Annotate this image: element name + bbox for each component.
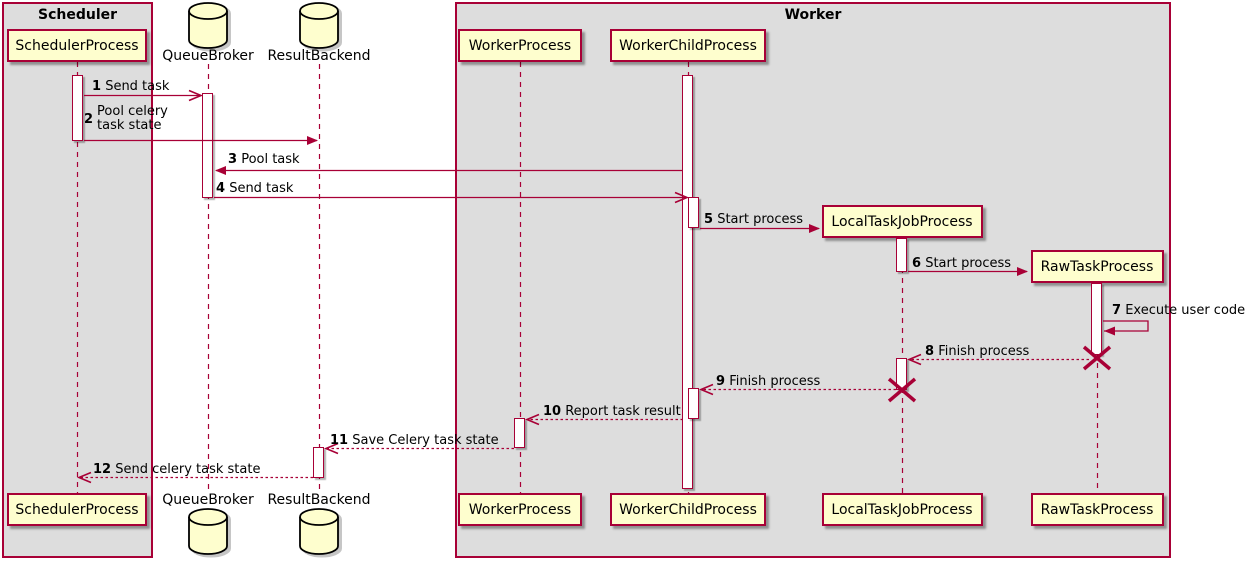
participant-label-queuebroker-bottom: QueueBroker [162,492,254,508]
message-text: Start process [925,256,1012,271]
message-number: 12 [93,462,112,477]
activation-bar-workerchildprocess [682,75,693,489]
message-number: 11 [330,433,349,448]
message-text: Pool task [241,152,300,167]
message-number: 10 [543,404,562,419]
frame-title-scheduler: Scheduler [37,7,118,23]
message-label-6: 6 Start process [912,256,1011,271]
participant-rawtaskprocess-top: RawTaskProcess [1030,250,1164,283]
arrowhead-2 [307,136,318,145]
message-label-12: 12 Send celery task state [93,462,260,477]
message-number: 4 [216,181,226,196]
message-label-8: 8 Finish process [925,344,1029,359]
message-label-4: 4 Send task [216,181,293,196]
message-text: Pool celery task state [97,104,168,133]
participant-schedulerprocess-bottom: SchedulerProcess [7,493,147,526]
activation-bar-rawtaskprocess [1091,283,1102,355]
activation-bar-resultbackend [313,447,324,478]
message-number: 9 [716,374,726,389]
database-icon-resultbackend-bottom [299,508,342,558]
activation-bar-workerchildprocess-nested-1 [688,197,699,228]
message-label-9: 9 Finish process [716,374,820,389]
participant-workerprocess-bottom: WorkerProcess [458,493,582,526]
message-label-3: 3 Pool task [228,152,300,167]
message-text: Finish process [729,374,821,389]
message-number: 6 [912,256,922,271]
message-text: Finish process [938,344,1030,359]
message-number: 7 [1112,303,1122,318]
participant-workerchildprocess-top: WorkerChildProcess [610,29,766,62]
frame-title-worker: Worker [784,7,842,23]
message-label-5: 5 Start process [704,212,803,227]
message-number: 8 [925,344,935,359]
database-icon-queuebroker-bottom [188,508,231,558]
message-number: 1 [92,79,102,94]
participant-schedulerprocess-top: SchedulerProcess [7,29,147,62]
participant-localtaskjobprocess-top: LocalTaskJobProcess [821,205,983,238]
participant-workerprocess-top: WorkerProcess [458,29,582,62]
message-label-7: 7 Execute user code [1112,303,1245,318]
participant-label-resultbackend-bottom: ResultBackend [267,492,371,508]
participant-label-resultbackend-top: ResultBackend [267,48,371,64]
participant-rawtaskprocess-bottom: RawTaskProcess [1030,493,1164,526]
participant-workerchildprocess-bottom: WorkerChildProcess [610,493,766,526]
activation-bar-schedulerprocess [72,75,83,141]
activation-bar-localtaskjobprocess-1 [896,238,907,272]
message-text: Start process [717,212,804,227]
arrowhead-1 [188,89,204,102]
arrowhead-3 [215,166,226,175]
message-text: Save Celery task state [352,433,499,448]
participant-label-queuebroker-top: QueueBroker [162,48,254,64]
message-number: 5 [704,212,714,227]
participant-localtaskjobprocess-bottom: LocalTaskJobProcess [821,493,983,526]
activation-bar-workerchildprocess-nested-2 [688,388,699,419]
message-text: Send task [105,79,170,94]
message-label-2: 2 Pool celery task state [84,105,175,133]
message-text: Send task [229,181,294,196]
message-label-11: 11 Save Celery task state [330,433,499,448]
message-number: 3 [228,152,238,167]
message-number: 2 [84,111,94,127]
message-text: Send celery task state [115,462,261,477]
message-text: Execute user code [1125,303,1246,318]
activation-bar-localtaskjobprocess-2 [896,358,907,390]
message-label-1: 1 Send task [92,79,169,94]
activation-bar-queuebroker [202,93,213,198]
message-text: Report task result [565,404,681,419]
message-label-10: 10 Report task result [543,404,681,419]
activation-bar-workerprocess [514,418,525,448]
database-icon-resultbackend-top [299,2,342,52]
database-icon-queuebroker-top [188,2,231,52]
